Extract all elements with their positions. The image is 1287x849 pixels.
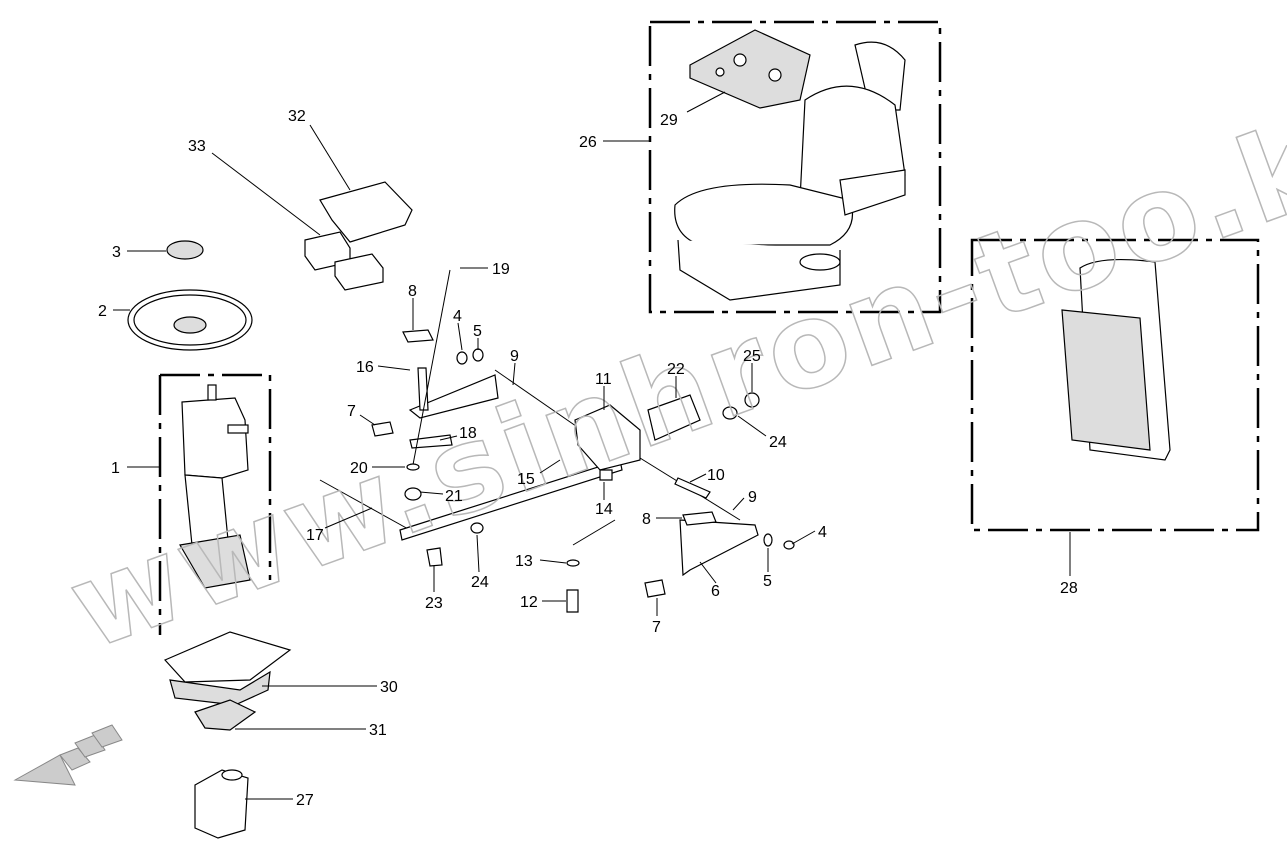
valve-plate-30-drawing [163,631,292,706]
callout-2: 2 [98,303,107,320]
callout-26: 26 [579,134,597,151]
callout-30: 30 [380,679,398,696]
callout-15: 15 [517,471,535,488]
pad-33-drawing [304,231,384,291]
callout-10: 10 [707,467,725,484]
callout-28: 28 [1060,580,1078,597]
group-box-seat-cover [970,238,1260,532]
plate-32-drawing [319,181,413,243]
callout-4: 4 [818,524,827,541]
callout-7: 7 [347,403,356,420]
steering-wheel-drawing [127,289,253,351]
callout-14: 14 [595,501,613,518]
callout-9: 9 [748,489,757,506]
callout-27: 27 [296,792,314,809]
leader-lines [113,91,1071,800]
seat-drawing [674,41,906,301]
callout-13: 13 [515,553,533,570]
callout-18: 18 [459,425,477,442]
callout-33: 33 [188,138,206,155]
callout-7: 7 [652,619,661,636]
callout-16: 16 [356,359,374,376]
callout-22: 22 [667,361,685,378]
callout-21: 21 [445,488,463,505]
callout-17: 17 [306,527,324,544]
callout-8: 8 [642,511,651,528]
callout-20: 20 [350,460,368,477]
callout-1: 1 [111,460,120,477]
group-box-control-column [158,373,272,635]
callout-29: 29 [660,112,678,129]
direction-arrow-drawing [13,724,123,786]
seat-plate-drawing [689,29,811,109]
callout-11: 11 [595,371,612,388]
callout-23: 23 [425,595,443,612]
callout-5: 5 [473,323,482,340]
callout-labels: 32 33 3 2 1 19 8 4 5 9 16 7 18 20 21 15 … [98,108,1078,809]
callout-5: 5 [763,573,772,590]
callout-32: 32 [288,108,306,125]
group-box-seat [648,20,942,314]
pedal-linkage-drawing [319,269,795,613]
callout-24: 24 [471,574,489,591]
callout-9: 9 [510,348,519,365]
callout-8: 8 [408,283,417,300]
seat-cover-drawing [1061,258,1171,461]
callout-24: 24 [769,434,787,451]
flange-31-drawing [194,699,257,731]
control-column-drawing [179,384,251,589]
callout-25: 25 [743,348,761,365]
callout-12: 12 [520,594,538,611]
orbitrol-27-drawing [194,769,249,839]
callout-4: 4 [453,308,462,325]
callout-31: 31 [369,722,387,739]
callout-6: 6 [711,583,720,600]
cap-3-drawing [166,240,204,260]
callout-19: 19 [492,261,510,278]
callout-3: 3 [112,244,121,261]
